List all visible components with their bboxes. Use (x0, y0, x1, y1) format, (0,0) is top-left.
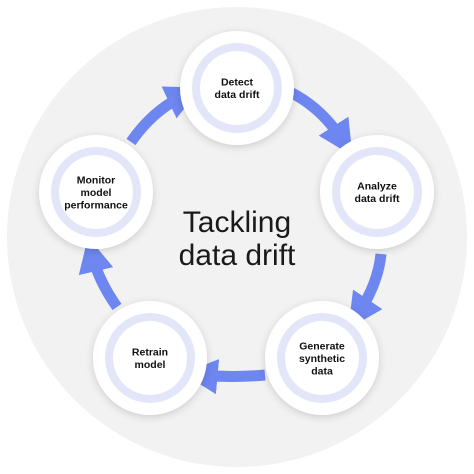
cycle-arrow-5 (126, 86, 201, 146)
cycle-arrow-1 (287, 87, 353, 156)
step-label-line: synthetic (299, 353, 345, 365)
step-node-inner-circle (200, 51, 274, 125)
cycle-arrows (78, 86, 387, 395)
step-node-inner-circle (113, 321, 187, 395)
cycle-arrow-2 (348, 253, 387, 329)
step-label-line: Monitor (77, 174, 116, 186)
cycle-arrow-3 (182, 359, 266, 395)
step-label-line: performance (64, 199, 128, 211)
step-label-line: data drift (355, 193, 400, 205)
center-title-line-2: data drift (179, 239, 296, 272)
step-node-inner-circle (285, 321, 359, 395)
center-title-line-1: Tackling (183, 206, 291, 239)
step-label-line: data drift (215, 89, 260, 101)
step-label-line: Analyze (357, 181, 397, 193)
step-label-line: model (81, 187, 112, 199)
step-node-inner-circle (340, 155, 414, 229)
step-label-line: Detect (221, 77, 254, 89)
step-label-line: data (311, 365, 333, 377)
step-node-inner-circle (59, 155, 133, 229)
step-label-line: model (135, 359, 166, 371)
step-label-line: Retrain (132, 347, 168, 359)
cycle-arrow-4 (78, 236, 122, 311)
step-label-line: Generate (299, 340, 345, 352)
